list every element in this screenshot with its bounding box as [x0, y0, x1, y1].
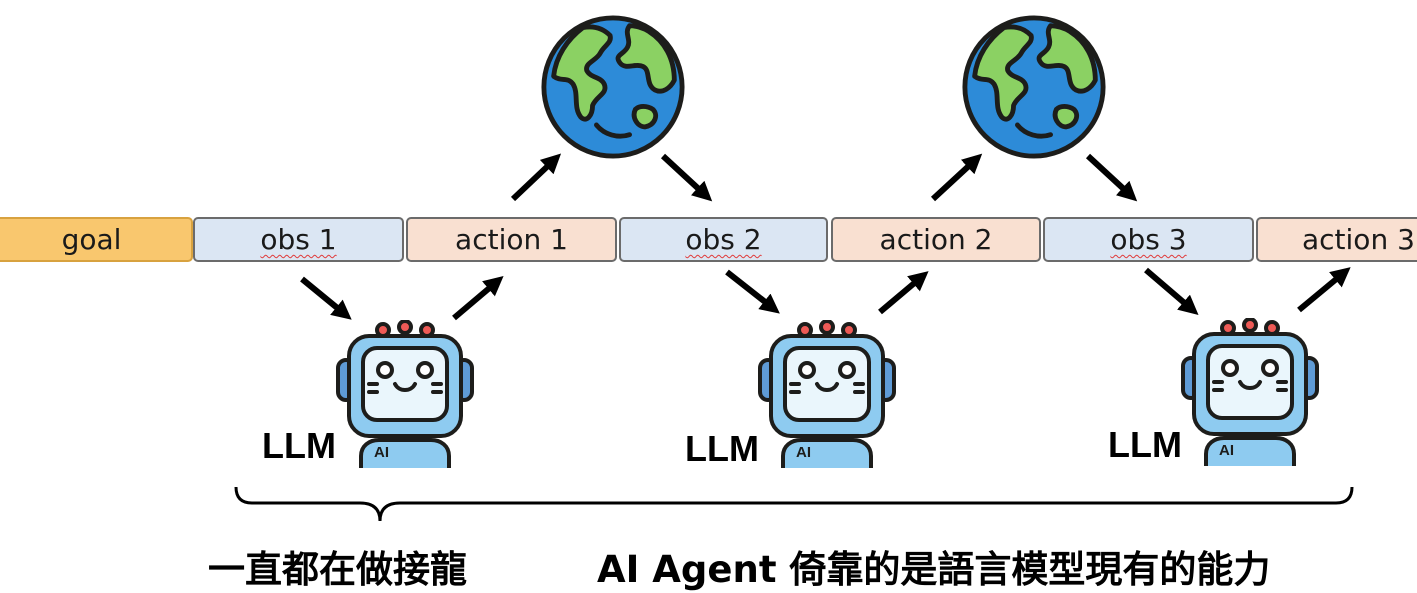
action-3-label: action 3: [1302, 223, 1415, 256]
goal-label: goal: [61, 223, 122, 256]
arrow-icon: [1144, 267, 1199, 316]
obs-2-label: obs 2: [685, 223, 762, 256]
action-2-label: action 2: [879, 223, 993, 256]
action-2-box: action 2: [831, 217, 1041, 262]
obs-3-box: obs 3: [1043, 217, 1254, 262]
arrow-icon: [725, 269, 780, 314]
arrow-icon: [452, 276, 504, 321]
robot-badge: AI: [1219, 442, 1234, 459]
arrow-icon: [1085, 153, 1138, 202]
obs-3-label: obs 3: [1110, 223, 1187, 256]
curly-brace: [234, 486, 1354, 522]
robot-badge: AI: [796, 444, 811, 461]
obs-1-label: obs 1: [260, 223, 337, 256]
arrow-icon: [930, 153, 983, 202]
action-3-box: action 3: [1256, 217, 1417, 262]
llm-label: LLM: [685, 428, 759, 469]
robot-badge: AI: [374, 444, 389, 461]
arrow-icon: [300, 276, 352, 320]
arrow-icon: [510, 153, 562, 202]
llm-label: LLM: [262, 425, 336, 466]
arrow-icon: [660, 153, 713, 202]
action-1-label: action 1: [455, 223, 568, 256]
action-1-box: action 1: [406, 217, 617, 262]
obs-2-box: obs 2: [619, 217, 828, 262]
llm-label: LLM: [1108, 424, 1182, 465]
caption-right: AI Agent 倚靠的是語言模型現有的能力: [597, 548, 1271, 591]
goal-box: goal: [0, 217, 193, 262]
arrow-icon: [878, 271, 929, 315]
arrow-icon: [1297, 267, 1351, 313]
obs-1-box: obs 1: [193, 217, 404, 262]
caption-left: 一直都在做接龍: [208, 548, 467, 591]
